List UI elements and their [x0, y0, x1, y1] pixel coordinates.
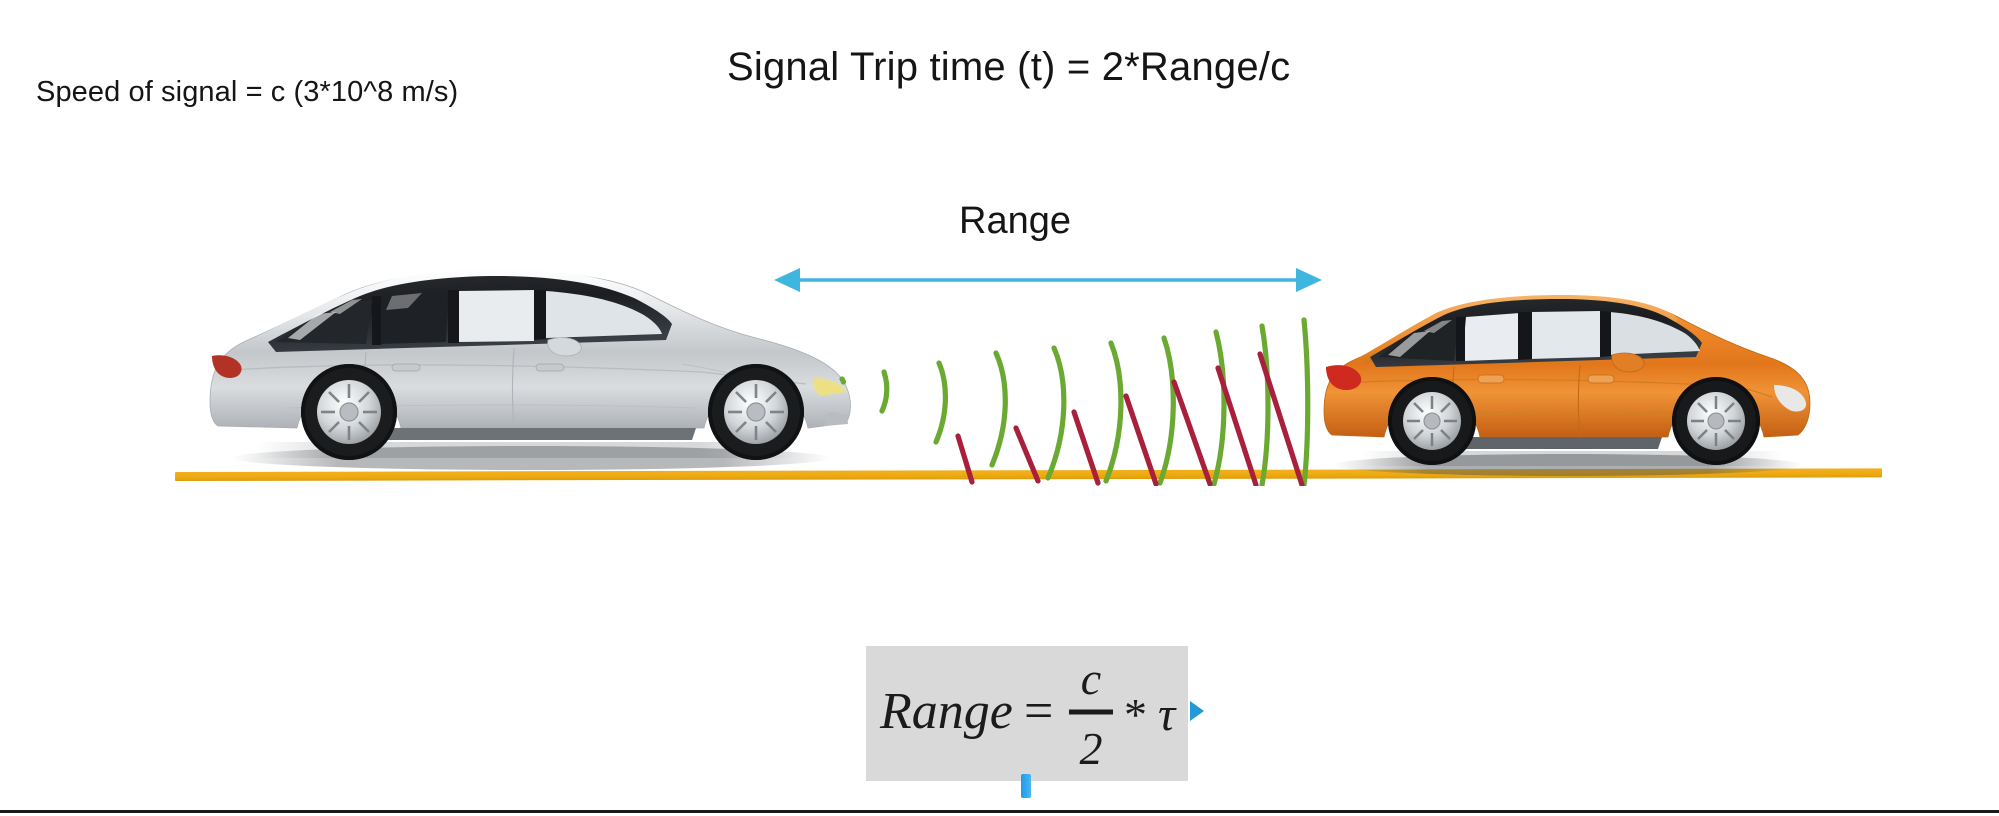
range-label: Range [959, 200, 1071, 242]
pillar-a [534, 290, 546, 340]
orange-car [1312, 283, 1820, 483]
door-handle-rear [391, 363, 421, 372]
window-glint-rear [1388, 331, 1430, 357]
window-glint-door [386, 293, 422, 310]
arrowhead-left [774, 268, 800, 292]
pillar-c [372, 296, 381, 345]
radar-wave-group [826, 316, 1322, 488]
window-front-door [456, 290, 534, 342]
head-light [1774, 385, 1807, 412]
rocker-panel [306, 428, 696, 440]
orange-car-roof-highlight [1360, 295, 1678, 365]
resize-handle-right[interactable] [1190, 701, 1204, 721]
reflected-wavefronts [955, 351, 1305, 488]
side-mirror [547, 337, 582, 357]
formula-lhs: Range [879, 683, 1013, 740]
head-light [813, 378, 846, 396]
pillar-c [1456, 317, 1465, 361]
door-handle-front [1587, 374, 1615, 384]
window-windshield [1610, 312, 1700, 355]
formula-equals: = [1024, 683, 1053, 740]
silver-car-roof-highlight [254, 269, 646, 346]
body-crease-upper [1341, 378, 1743, 388]
formula-denominator: 2 [1080, 723, 1103, 774]
range-formula-box[interactable]: Range = c 2 * τ [866, 646, 1188, 781]
window-glint-quarter [1424, 320, 1452, 333]
arrowhead-right [1296, 268, 1322, 292]
formula-tau: τ [1158, 688, 1177, 741]
body-crease-upper [231, 364, 807, 385]
door-handle-rear [1477, 374, 1505, 384]
window-rear-door [1462, 313, 1520, 361]
range-double-arrow-icon [770, 258, 1326, 302]
speed-of-signal-text: Speed of signal = c (3*10^8 m/s) [36, 76, 459, 108]
door-seam-front [1577, 364, 1581, 440]
window-glint-quarter [330, 299, 362, 314]
front-wheel [1672, 377, 1760, 465]
rear-wheel [1388, 377, 1476, 465]
door-handle-front [535, 363, 565, 372]
door-seam-front [511, 347, 515, 431]
front-wheel [708, 364, 804, 460]
pillar-b [448, 290, 459, 343]
window-front-door [1530, 311, 1600, 359]
signal-trip-time-title: Signal Trip time (t) = 2*Range/c [727, 45, 1291, 89]
side-mirror [1611, 352, 1645, 373]
pillar-b [1518, 312, 1532, 360]
tail-light [212, 355, 242, 378]
transmitted-wavefronts [839, 317, 1311, 488]
rear-wheel [301, 364, 397, 460]
bottom-rule [0, 810, 1999, 813]
range-formula-equation: Range = c 2 * τ [866, 646, 1188, 781]
front-bumper [824, 412, 848, 426]
formula-numerator: c [1081, 653, 1101, 704]
resize-handle-bottom[interactable] [1021, 774, 1031, 798]
window-glint-rear [288, 312, 336, 340]
window-rear-door [376, 292, 448, 344]
window-windshield [546, 291, 662, 338]
silver-car [196, 252, 856, 480]
pillar-a [1600, 311, 1611, 357]
tail-light [1326, 365, 1362, 390]
formula-operator: * [1124, 689, 1147, 740]
